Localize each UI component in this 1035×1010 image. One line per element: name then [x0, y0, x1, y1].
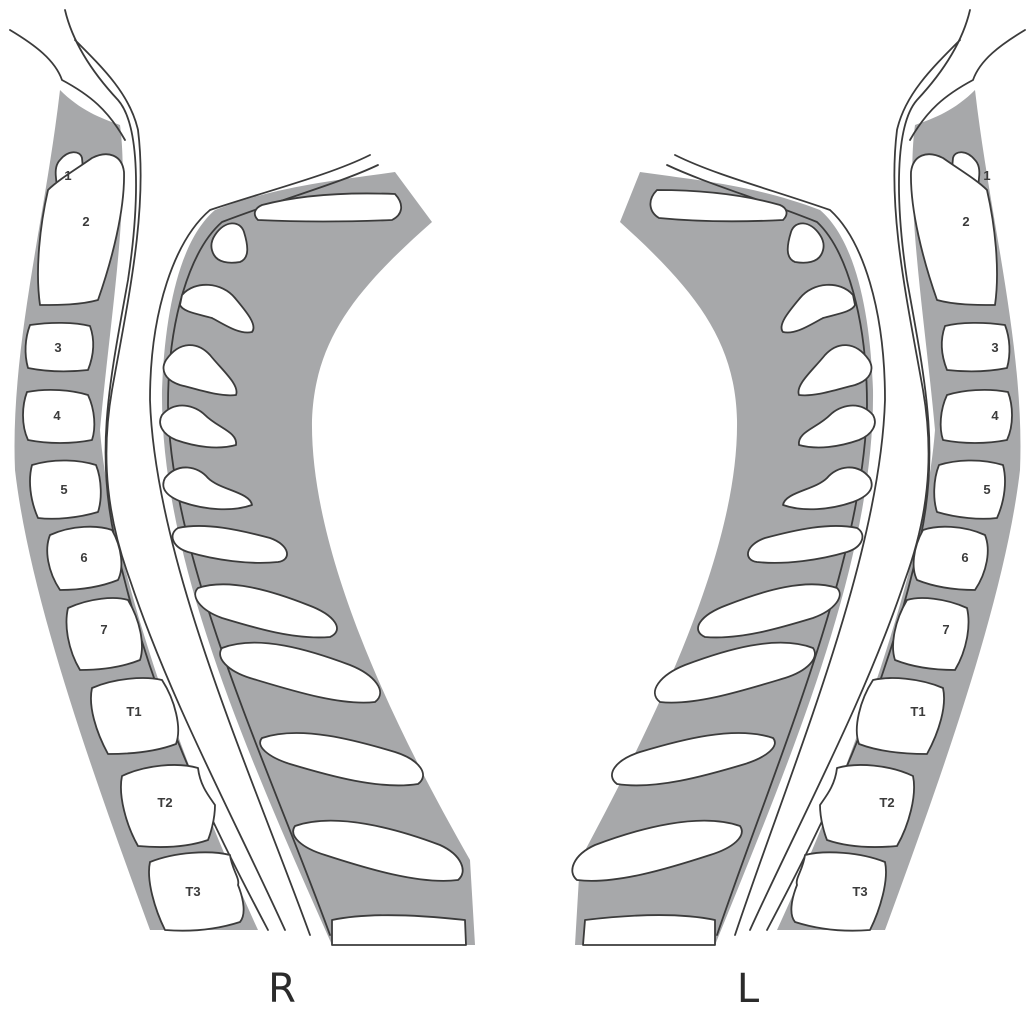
right-label-t3: T3 — [185, 884, 200, 899]
left-spinous-process-t4 — [583, 915, 715, 945]
right-label-t1: T1 — [126, 704, 141, 719]
right-label-6: 6 — [80, 550, 87, 565]
left-label-t1: T1 — [910, 704, 925, 719]
left-label-t3: T3 — [852, 884, 867, 899]
right-side-spine: 1 2 3 4 5 6 7 T1 T2 T3 — [10, 10, 475, 945]
left-label-4: 4 — [991, 408, 999, 423]
left-vertebral-body-7 — [893, 598, 968, 670]
left-label-7: 7 — [942, 622, 949, 637]
left-vertebral-body-t3 — [791, 852, 886, 930]
left-side-spine — [572, 10, 1025, 945]
left-label-1: 1 — [983, 168, 990, 183]
left-side-label: L — [737, 966, 760, 1010]
right-label-2: 2 — [82, 214, 89, 229]
left-vertebral-body-t1 — [857, 678, 944, 754]
left-label-5: 5 — [983, 482, 990, 497]
left-label-2: 2 — [962, 214, 969, 229]
left-vertebral-body-5 — [934, 460, 1005, 518]
right-spinous-process-t4 — [332, 915, 466, 945]
left-label-t2: T2 — [879, 795, 894, 810]
right-label-4: 4 — [53, 408, 61, 423]
left-vertebral-body-3 — [942, 323, 1010, 371]
right-label-t2: T2 — [157, 795, 172, 810]
right-label-5: 5 — [60, 482, 67, 497]
left-label-6: 6 — [961, 550, 968, 565]
right-label-7: 7 — [100, 622, 107, 637]
left-vertebral-body-t2 — [820, 765, 914, 847]
right-label-1: 1 — [64, 168, 71, 183]
left-vertebral-body-6 — [914, 527, 988, 590]
left-vertebral-body-4 — [941, 390, 1012, 443]
right-label-3: 3 — [54, 340, 61, 355]
right-side-label: R — [268, 966, 296, 1010]
left-label-3: 3 — [991, 340, 998, 355]
